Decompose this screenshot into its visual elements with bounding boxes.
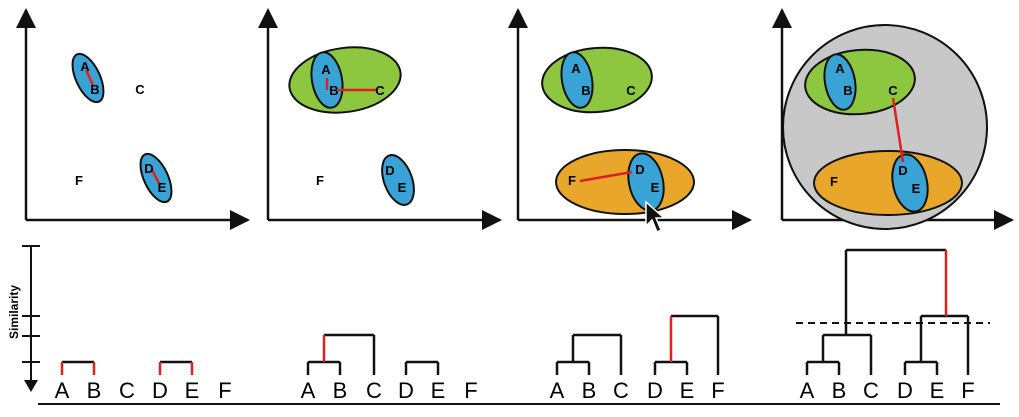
point-c-2: C — [375, 83, 385, 98]
similarity-axis-arrow — [24, 380, 38, 392]
leaf-a-2: A — [301, 378, 316, 403]
cluster-abc-3 — [541, 46, 653, 114]
point-a-2: A — [321, 62, 331, 77]
link-ab-1 — [84, 69, 95, 86]
point-d-4: D — [898, 163, 907, 178]
cluster-de-2 — [381, 154, 415, 206]
point-b-2: B — [329, 83, 338, 98]
leaf-b-3: B — [582, 378, 597, 403]
leaf-d-2: D — [398, 378, 414, 403]
leaf-e-2: E — [431, 378, 446, 403]
point-f-3: F — [568, 173, 576, 188]
leaf-e-1: E — [185, 378, 200, 403]
scatter-panel-2: A B C D E F — [258, 8, 502, 230]
point-a-3: A — [571, 61, 581, 76]
leaf-a-3: A — [550, 378, 565, 403]
leaf-d-4: D — [897, 378, 913, 403]
dendrogram-2: A B C D E F — [301, 333, 478, 403]
dendrogram-1: A B C D E F — [55, 360, 232, 403]
similarity-axis-label: Similarity — [7, 285, 21, 339]
point-f-2: F — [316, 173, 324, 188]
leaf-b-2: B — [333, 378, 348, 403]
point-a-4: A — [835, 61, 845, 76]
leaf-b-4: B — [832, 378, 847, 403]
cluster-ab-3 — [560, 51, 594, 109]
point-c-4: C — [888, 83, 898, 98]
point-b-3: B — [581, 83, 590, 98]
scatter-panel-4: A B C D E F — [772, 8, 1014, 230]
link-abc-def-4 — [891, 97, 905, 163]
leaf-f-2: F — [464, 378, 477, 403]
scatter-panel-1: A B C D E F — [15, 8, 250, 230]
leaf-c-2: C — [366, 378, 382, 403]
cluster-ab-4 — [823, 53, 857, 111]
similarity-axis: Similarity — [7, 245, 40, 392]
point-e-4: E — [912, 181, 921, 196]
point-b-1: B — [90, 82, 99, 97]
cluster-de-4 — [891, 153, 929, 213]
leaf-d-3: D — [647, 378, 663, 403]
dendrogram-3: A B C D E F — [550, 314, 725, 403]
point-e-2: E — [398, 180, 407, 195]
dendrogram-4: A B C D E F — [796, 248, 990, 403]
cluster-ab-1 — [71, 52, 105, 104]
point-f-4: F — [830, 174, 838, 189]
leaf-e-4: E — [930, 378, 945, 403]
point-c-3: C — [626, 83, 636, 98]
leaf-c-3: C — [613, 378, 629, 403]
point-e-1: E — [158, 180, 167, 195]
cluster-abc-2 — [288, 46, 402, 114]
leaf-c-4: C — [863, 378, 879, 403]
point-f-1: F — [75, 173, 83, 188]
point-e-3: E — [651, 180, 660, 195]
cluster-def-3 — [555, 149, 695, 215]
point-d-1: D — [144, 161, 153, 176]
leaf-f-1: F — [218, 378, 231, 403]
leaf-e-3: E — [680, 378, 695, 403]
leaf-b-1: B — [87, 378, 102, 403]
link-fde-3 — [579, 170, 633, 183]
leaf-f-4: F — [961, 378, 974, 403]
point-d-2: D — [385, 163, 394, 178]
leaf-c-1: C — [119, 378, 135, 403]
link-de-1 — [150, 169, 162, 186]
leaf-a-4: A — [800, 378, 815, 403]
point-d-3: D — [635, 162, 644, 177]
leaf-a-1: A — [55, 378, 70, 403]
leaf-d-1: D — [152, 378, 168, 403]
point-b-4: B — [843, 83, 852, 98]
leaf-f-3: F — [711, 378, 724, 403]
point-a-1: A — [80, 59, 90, 74]
point-c-1: C — [135, 82, 145, 97]
cursor-arrow-icon — [645, 200, 666, 234]
scatter-panel-3: A B C D E F — [508, 8, 752, 234]
